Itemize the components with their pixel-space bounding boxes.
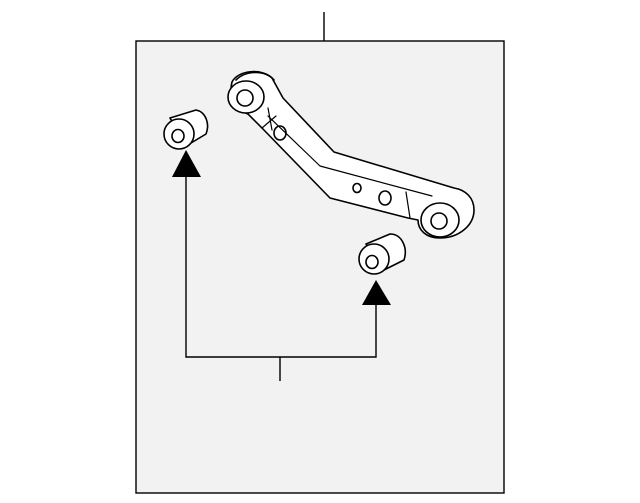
control-arm-eye-upper — [227, 80, 265, 114]
control-arm-hole — [352, 182, 362, 194]
bushing-hole — [171, 128, 185, 144]
control-arm-hole — [273, 125, 287, 141]
control-arm-rib-end — [405, 191, 411, 219]
bushing-lower-right — [358, 233, 406, 275]
arrow-up-icon — [362, 280, 391, 305]
arrow-up-icon — [172, 150, 201, 177]
bushing-face — [358, 243, 390, 275]
control-arm-eye-lower-hole — [430, 212, 448, 230]
bushing-face — [163, 118, 195, 150]
control-arm-rib-slash — [267, 107, 273, 131]
control-arm-eye-lower — [420, 202, 460, 238]
callout-bracket — [185, 177, 377, 358]
control-arm-rib — [261, 115, 277, 129]
control-arm-hole — [378, 190, 392, 206]
bushing-callout — [172, 150, 391, 381]
diagram-frame — [135, 40, 505, 494]
control-arm-eye-upper-top — [235, 71, 275, 81]
bushing-upper-left — [163, 109, 209, 150]
control-arm-eye-upper-hole — [236, 89, 254, 107]
bushing-hole — [365, 254, 379, 270]
control-arm — [227, 70, 475, 239]
